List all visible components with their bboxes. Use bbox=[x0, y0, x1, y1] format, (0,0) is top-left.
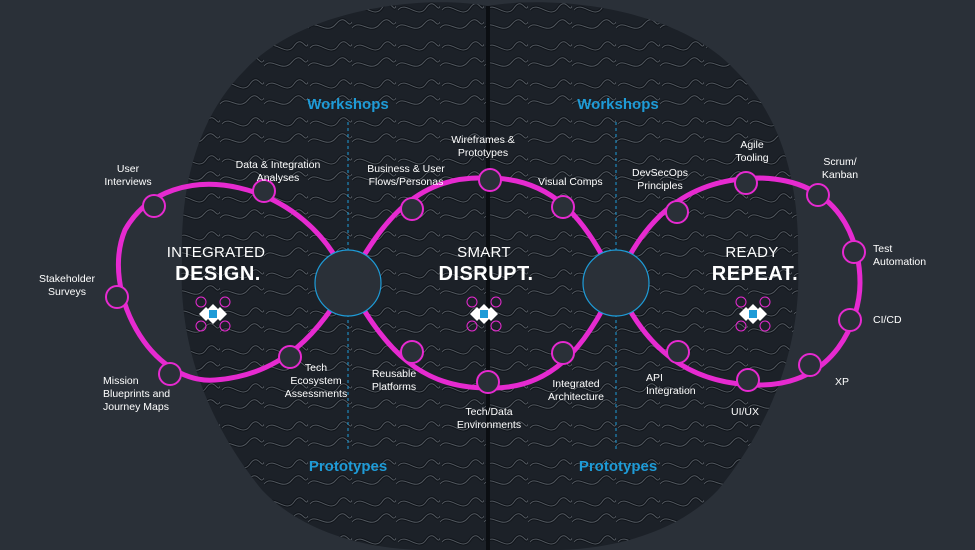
node-scrum-kanban bbox=[806, 183, 830, 207]
label-ci-cd: CI/CD bbox=[873, 314, 902, 326]
label-tech-ecosystem: Tech Ecosystem Assessments bbox=[284, 362, 348, 400]
node-ui-ux bbox=[736, 368, 760, 392]
phase-heading-workshops-left: Workshops bbox=[307, 96, 389, 113]
node-stakeholder-surveys bbox=[105, 285, 129, 309]
stage-3-big: REPEAT. bbox=[711, 263, 799, 285]
node-devsecops bbox=[665, 200, 689, 224]
node-agile-tooling bbox=[734, 171, 758, 195]
node-mission-blueprints bbox=[158, 362, 182, 386]
stage-2-big: DISRUPT. bbox=[438, 263, 534, 285]
node-xp bbox=[798, 353, 822, 377]
hub-circle-right bbox=[582, 249, 650, 317]
node-wireframes bbox=[478, 168, 502, 192]
node-api-integration bbox=[666, 340, 690, 364]
phase-heading-prototypes-right: Prototypes bbox=[578, 458, 658, 475]
label-devsecops: DevSecOps Principles bbox=[631, 167, 689, 192]
node-visual-comps bbox=[551, 195, 575, 219]
label-wireframes: Wireframes & Prototypes bbox=[451, 134, 515, 159]
label-test-automation: Test Automation bbox=[873, 243, 927, 268]
loop-nodes bbox=[105, 168, 866, 394]
node-tech-data-env bbox=[476, 370, 500, 394]
node-reusable-platforms bbox=[400, 340, 424, 364]
phase-heading-prototypes-left: Prototypes bbox=[308, 458, 388, 475]
label-xp: XP bbox=[835, 376, 850, 388]
label-agile-tooling: Agile Tooling bbox=[735, 139, 769, 164]
node-data-integration bbox=[252, 179, 276, 203]
node-tech-ecosystem bbox=[278, 345, 302, 369]
cube-cluster-icon bbox=[466, 296, 502, 332]
stage-1-small: INTEGRATED bbox=[166, 244, 266, 261]
node-business-flows bbox=[400, 197, 424, 221]
node-integrated-architecture bbox=[551, 341, 575, 365]
label-visual-comps: Visual Comps bbox=[538, 176, 603, 188]
label-integrated-architecture: Integrated Architecture bbox=[547, 378, 605, 403]
label-data-integration: Data & Integration Analyses bbox=[235, 159, 321, 184]
label-scrum-kanban: Scrum/ Kanban bbox=[821, 156, 859, 181]
node-user-interviews bbox=[142, 194, 166, 218]
label-ui-ux: UI/UX bbox=[730, 406, 760, 418]
label-api-integration: API Integration bbox=[646, 372, 696, 397]
node-test-automation bbox=[842, 240, 866, 264]
hub-circle-left bbox=[314, 249, 382, 317]
stage-3-small: READY bbox=[725, 244, 779, 261]
label-business-flows: Business & User Flows/Personas bbox=[367, 163, 445, 188]
node-ci-cd bbox=[838, 308, 862, 332]
label-mission-blueprints: Mission Blueprints and Journey Maps bbox=[103, 375, 171, 413]
label-tech-data-env: Tech/Data Environments bbox=[456, 406, 522, 431]
label-stakeholder-surveys: Stakeholder Surveys bbox=[38, 273, 96, 298]
stage-2-small: SMART bbox=[457, 244, 511, 261]
label-reusable-platforms: Reusable Platforms bbox=[371, 368, 417, 393]
cube-cluster-icon bbox=[735, 296, 771, 332]
stage-1-big: DESIGN. bbox=[175, 263, 261, 285]
phase-heading-workshops-right: Workshops bbox=[577, 96, 659, 113]
cube-cluster-icon bbox=[195, 296, 231, 332]
label-user-interviews: User Interviews bbox=[104, 163, 152, 188]
